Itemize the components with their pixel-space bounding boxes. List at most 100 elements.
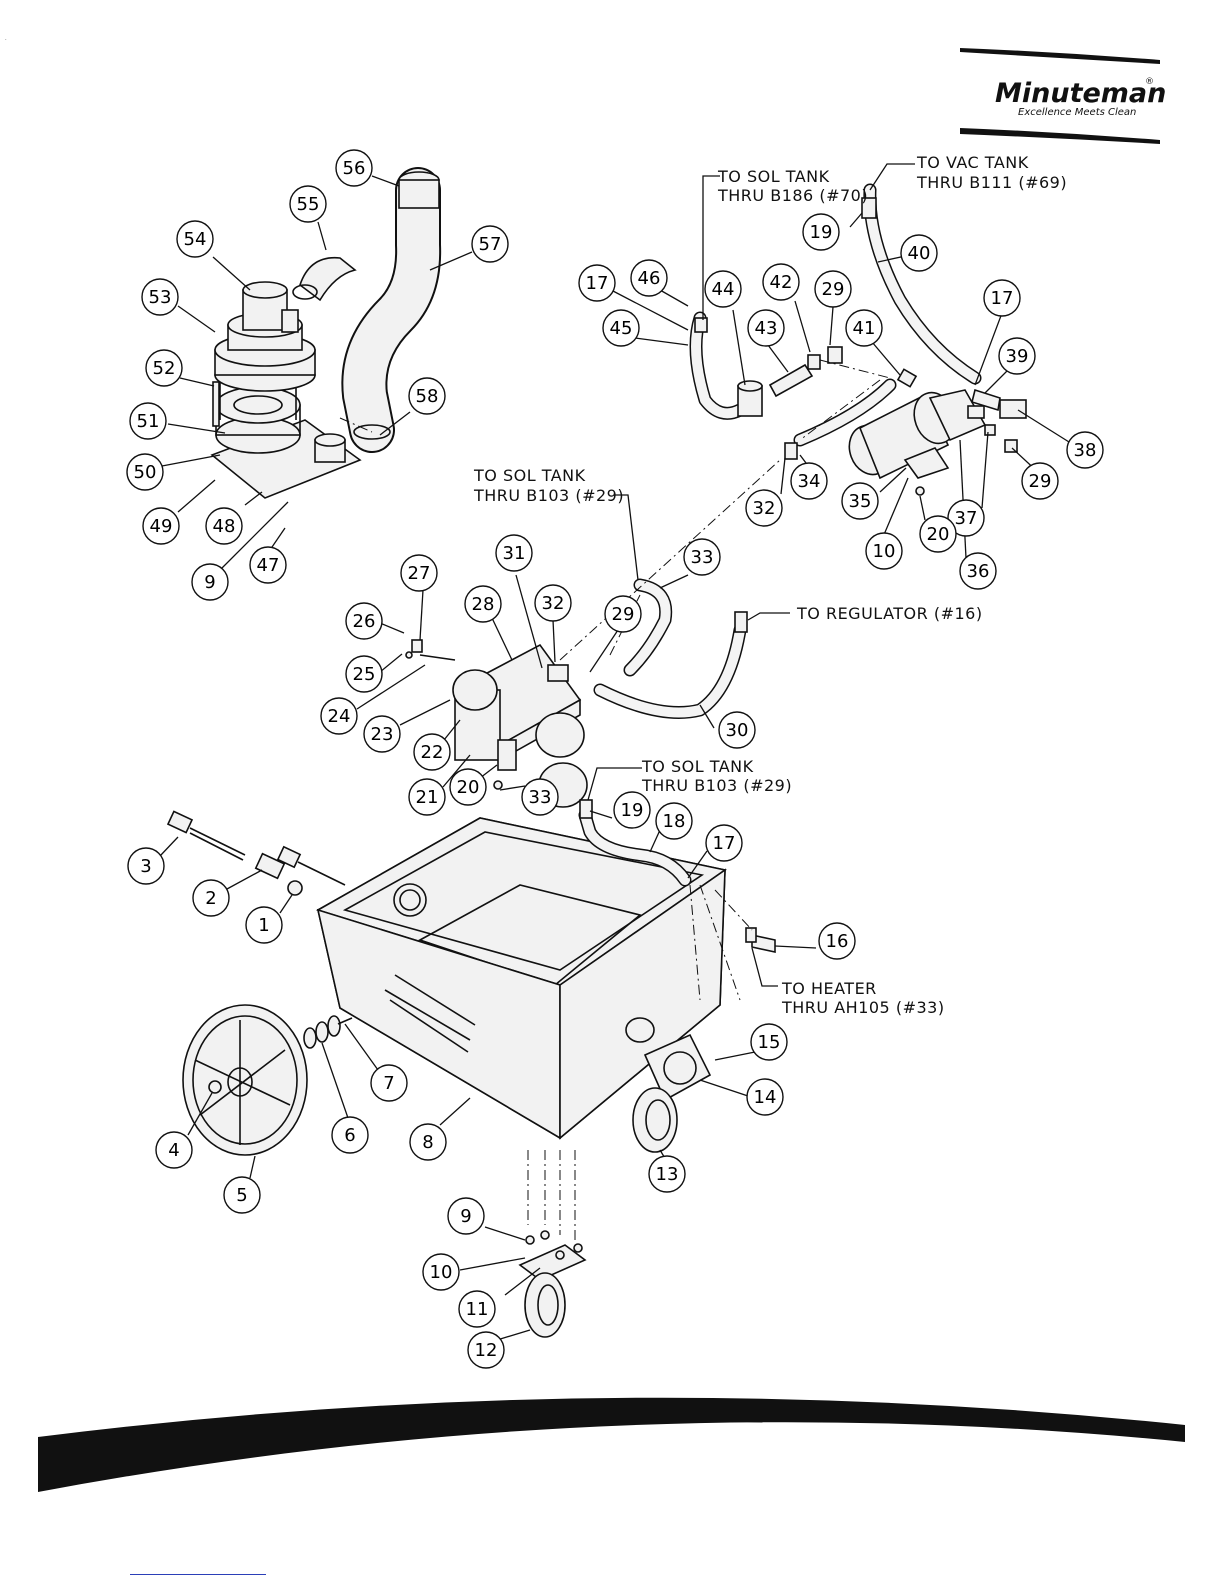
callout-number: 48 xyxy=(213,516,236,537)
callout-number: 49 xyxy=(150,516,173,537)
callout-25: 25 xyxy=(345,655,383,693)
callout-number: 6 xyxy=(344,1125,355,1146)
callout-number: 19 xyxy=(810,222,833,243)
callout-circle xyxy=(602,309,640,347)
callout-1: 1 xyxy=(245,906,283,944)
callout-number: 24 xyxy=(328,706,351,727)
caster-assembly xyxy=(518,1150,587,1338)
callout-15: 15 xyxy=(750,1023,788,1061)
callout-number: 26 xyxy=(353,611,376,632)
callout-circle xyxy=(129,402,167,440)
note-to-vac-tank-b111: TO VAC TANK THRU B111 (#69) xyxy=(916,153,1067,192)
callout-number: 28 xyxy=(472,594,495,615)
callout-circle xyxy=(919,515,957,553)
callout-number: 35 xyxy=(849,491,872,512)
callout-circle xyxy=(345,655,383,693)
note-line: THRU B103 (#29) xyxy=(641,776,792,795)
callout-54: 54 xyxy=(176,220,214,258)
callout-number: 25 xyxy=(353,664,376,685)
callout-42: 42 xyxy=(762,263,800,301)
callout-number: 15 xyxy=(758,1032,781,1053)
callout-number: 30 xyxy=(726,720,749,741)
callout-56: 56 xyxy=(335,149,373,187)
callout-32: 32 xyxy=(745,489,783,527)
callout-number: 13 xyxy=(656,1164,679,1185)
note-line: THRU B103 (#29) xyxy=(473,486,624,505)
callout-number: 9 xyxy=(460,1206,471,1227)
callout-circle xyxy=(370,1064,408,1102)
callout-number: 34 xyxy=(798,471,821,492)
callout-circle xyxy=(802,213,840,251)
logo-brand: Minuteman xyxy=(995,78,1166,109)
callout-number: 32 xyxy=(542,593,565,614)
callout-circle xyxy=(447,1197,485,1235)
callout-circle xyxy=(191,563,229,601)
callout-circle xyxy=(1021,462,1059,500)
callout-number: 12 xyxy=(475,1340,498,1361)
callout-number: 55 xyxy=(297,194,320,215)
callout-33: 33 xyxy=(521,778,559,816)
callout-circle xyxy=(413,733,451,771)
callout-circle xyxy=(683,538,721,576)
callout-28: 28 xyxy=(464,585,502,623)
callout-circle xyxy=(790,462,828,500)
callout-number: 17 xyxy=(713,833,736,854)
callout-circle xyxy=(718,711,756,749)
callout-number: 47 xyxy=(257,555,280,576)
callout-number: 18 xyxy=(663,811,686,832)
note-line: THRU B186 (#70) xyxy=(717,186,868,205)
callout-circle xyxy=(495,534,533,572)
callout-number: 40 xyxy=(908,243,931,264)
callout-number: 27 xyxy=(408,563,431,584)
callout-circle xyxy=(409,1123,447,1161)
callout-number: 5 xyxy=(236,1185,247,1206)
callout-51: 51 xyxy=(129,402,167,440)
callout-number: 33 xyxy=(691,547,714,568)
footer-swoosh xyxy=(38,1397,1185,1492)
heater-assembly xyxy=(452,643,588,808)
callout-circle xyxy=(613,791,651,829)
vacuum-hose xyxy=(341,167,442,453)
callout-8: 8 xyxy=(409,1123,447,1161)
callout-29: 29 xyxy=(814,270,852,308)
callout-19: 19 xyxy=(613,791,651,829)
callout-38: 38 xyxy=(1066,431,1104,469)
page-link-underline[interactable] xyxy=(130,1574,266,1575)
callout-number: 57 xyxy=(479,234,502,255)
callout-number: 50 xyxy=(134,462,157,483)
callout-number: 56 xyxy=(343,158,366,179)
leader-lines xyxy=(159,163,1078,1341)
vacuum-motor-assembly xyxy=(210,256,362,499)
callout-34: 34 xyxy=(790,462,828,500)
power-cord xyxy=(166,810,346,896)
callout-17: 17 xyxy=(705,824,743,862)
callout-39: 39 xyxy=(998,337,1036,375)
callout-circle xyxy=(363,715,401,753)
callout-number: 20 xyxy=(927,524,950,545)
callout-circle xyxy=(745,489,783,527)
note-line: TO SOL TANK xyxy=(473,466,586,485)
callout-number: 53 xyxy=(149,287,172,308)
callout-circle xyxy=(408,377,446,415)
callout-circle xyxy=(155,1131,193,1169)
callout-circle xyxy=(534,584,572,622)
callout-number: 19 xyxy=(621,800,644,821)
callout-20: 20 xyxy=(449,768,487,806)
callout-31: 31 xyxy=(495,534,533,572)
callout-4: 4 xyxy=(155,1131,193,1169)
callout-number: 36 xyxy=(967,561,990,582)
callout-48: 48 xyxy=(205,507,243,545)
note-line: TO SOL TANK xyxy=(717,167,830,186)
callout-circle xyxy=(705,824,743,862)
callout-number: 17 xyxy=(586,273,609,294)
callout-58: 58 xyxy=(408,377,446,415)
callout-12: 12 xyxy=(467,1331,505,1369)
callout-circle xyxy=(176,220,214,258)
callout-33: 33 xyxy=(683,538,721,576)
callout-44: 44 xyxy=(704,270,742,308)
corner-mark: . xyxy=(5,36,7,42)
callout-circle xyxy=(1066,431,1104,469)
callout-circle xyxy=(983,279,1021,317)
callout-22: 22 xyxy=(413,733,451,771)
